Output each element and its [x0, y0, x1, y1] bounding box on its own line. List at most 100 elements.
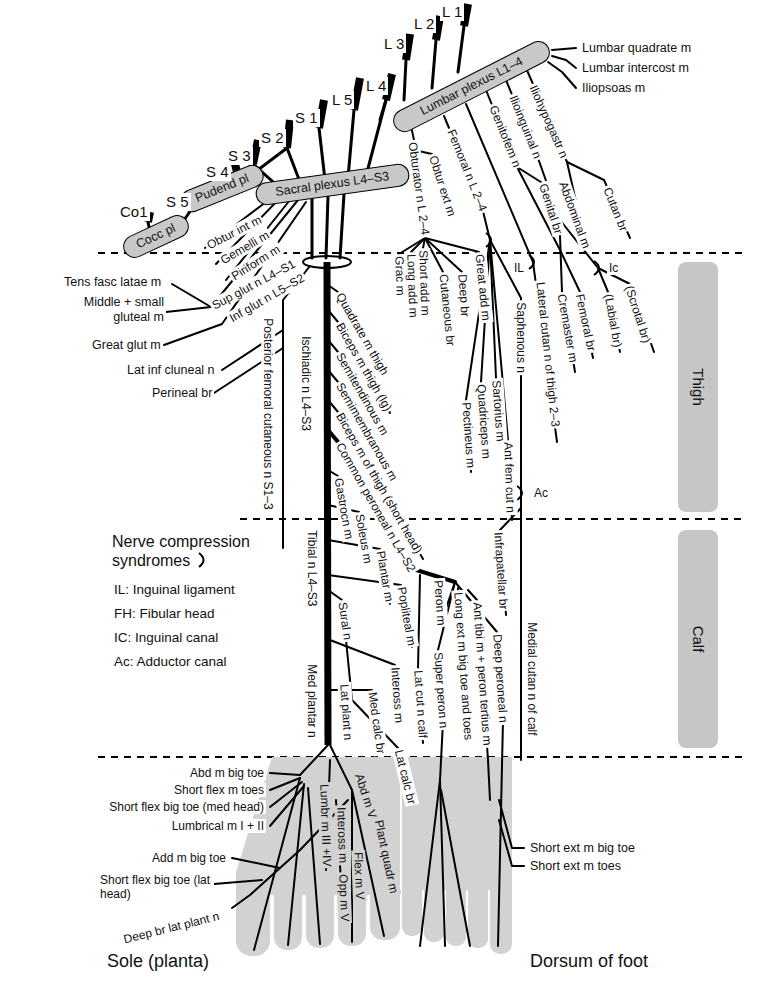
nerve-branch [166, 307, 211, 312]
anatomy-label: IL [512, 261, 526, 275]
foot-outline [490, 866, 512, 954]
anatomy-label: Saphenous n [514, 300, 528, 375]
anatomy-label: Ac [532, 486, 550, 500]
sciatic-nerve [327, 262, 328, 745]
foot-outline [468, 870, 488, 948]
anatomy-label: Med plantar n [305, 662, 319, 739]
anatomy-label: Dorsum of foot [528, 951, 650, 973]
anatomy-label: Lumbar quadrate m [580, 41, 693, 56]
anatomy-label: Lat inf cluneal n [125, 363, 217, 378]
compression-site [594, 261, 599, 275]
nerve-root [464, 4, 468, 26]
anatomy-label: Gastrocn m [331, 475, 357, 543]
nerve-trunk [340, 194, 344, 258]
anatomy-label: Lumbr m III +IV [317, 782, 334, 869]
plexus-name: Sacral plexus L4–S3 [274, 169, 390, 200]
anatomy-label: Deep peroneal n [490, 631, 511, 725]
root-label: S 5 [164, 193, 191, 211]
anatomy-label: Ant fem cut n [501, 440, 518, 515]
root-label: S 1 [293, 109, 320, 127]
anatomy-label: IL: Inguinal ligament [112, 582, 237, 598]
anatomy-label: Ac: Adductor canal [112, 654, 229, 670]
nerve-root [406, 34, 410, 60]
region-name: Thigh [689, 368, 707, 406]
nerve-trunk [432, 40, 436, 88]
nerve-root [287, 120, 290, 148]
anatomy-label: Posterior femoral cutaneous n S1–3 [261, 316, 275, 511]
nerve-trunk [326, 196, 328, 258]
anatomy-label: Middle + small gluteal m [62, 295, 166, 325]
nerve-branch [172, 284, 211, 307]
nerve-trunk [348, 110, 354, 178]
anatomy-label: Lumbar intercost m [580, 61, 691, 76]
compression-site [303, 256, 351, 268]
nerve-root [253, 140, 258, 164]
root-label: L 5 [330, 91, 354, 109]
nerve-root [319, 100, 324, 128]
root-label: S 2 [259, 129, 286, 147]
nerve-branch [232, 858, 280, 868]
root-label: L 4 [364, 77, 388, 95]
sciatic-nerve [327, 262, 328, 745]
region-bar: Thigh [678, 262, 718, 512]
anatomy-label: IC: Inguinal canal [112, 630, 220, 646]
anatomy-label: Short add m [416, 248, 433, 318]
region-divider [240, 518, 742, 520]
anatomy-label: (Scrotal br) [621, 282, 654, 347]
anatomy-label: Sole (planta) [105, 951, 211, 973]
nerve-branch [420, 582, 455, 946]
root-label: S 4 [204, 163, 231, 181]
anatomy-label: Tibial n L4–S3 [305, 528, 319, 608]
region-bar: Calf [678, 530, 718, 748]
compression-site [486, 233, 491, 247]
nerve-trunk [404, 60, 406, 100]
nerve-branch [598, 268, 654, 352]
nerve-trunk [311, 194, 314, 258]
anatomy-label: Add m big toe [150, 851, 228, 865]
legend: Nerve compression syndromes [112, 532, 277, 570]
anatomy-label: Short flex big toe (lat head) [98, 873, 214, 902]
anatomy-label: Peron m [431, 577, 449, 627]
anatomy-label: Deep br [455, 271, 473, 319]
nerve-branch [548, 62, 576, 88]
nerve-branch [300, 745, 328, 775]
anatomy-label: Opp m V [336, 872, 352, 924]
anatomy-label: Short flex m toes [172, 783, 266, 797]
anatomy-label: Infrapatellar br [491, 529, 511, 611]
root-label: L 3 [382, 35, 406, 53]
anatomy-label: FH: Fibular head [112, 606, 217, 622]
nerve-trunk [458, 26, 464, 72]
anatomy-label: Short ext m toes [528, 859, 623, 874]
anatomy-label: (Labial br) [601, 291, 625, 351]
anatomy-label: Sural n [335, 599, 355, 643]
anatomy-label: Obtur ext m [425, 152, 459, 220]
legend-text: Nerve compression syndromes [112, 533, 250, 569]
region-divider [98, 253, 742, 757]
anatomy-label: Super peron n [431, 649, 451, 730]
nerve-branch [270, 786, 304, 826]
nerve-root [354, 78, 360, 110]
compression-site [517, 486, 522, 500]
nerve-branch [499, 800, 524, 848]
anatomy-label: Flex m V [351, 850, 367, 902]
anatomy-label: Iliopsoas m [580, 81, 647, 96]
nerve-branch [164, 48, 654, 950]
nerve-branch [499, 820, 524, 866]
foot-outline [402, 872, 422, 936]
anatomy-label: Popliteal m [394, 584, 419, 649]
foot-outline [236, 757, 512, 956]
root-label: L 2 [412, 15, 436, 33]
anatomy-label: Abd m big toe [188, 766, 266, 780]
anatomy-label: Inteross m [334, 805, 350, 865]
anatomy-label: Lumbrical m I + II [170, 819, 266, 833]
region-name: Calf [689, 626, 707, 653]
nerve-branch [441, 790, 470, 946]
anatomy-label: Plantar m [373, 548, 397, 605]
nerve-trunk [366, 100, 386, 176]
anatomy-label: Great glut m [90, 338, 163, 353]
nerve-branch [444, 116, 490, 240]
plexus-box: Sacral plexus L4–S3 [254, 162, 410, 206]
nerve-branch [330, 745, 352, 790]
nerve-trunk [319, 128, 325, 180]
